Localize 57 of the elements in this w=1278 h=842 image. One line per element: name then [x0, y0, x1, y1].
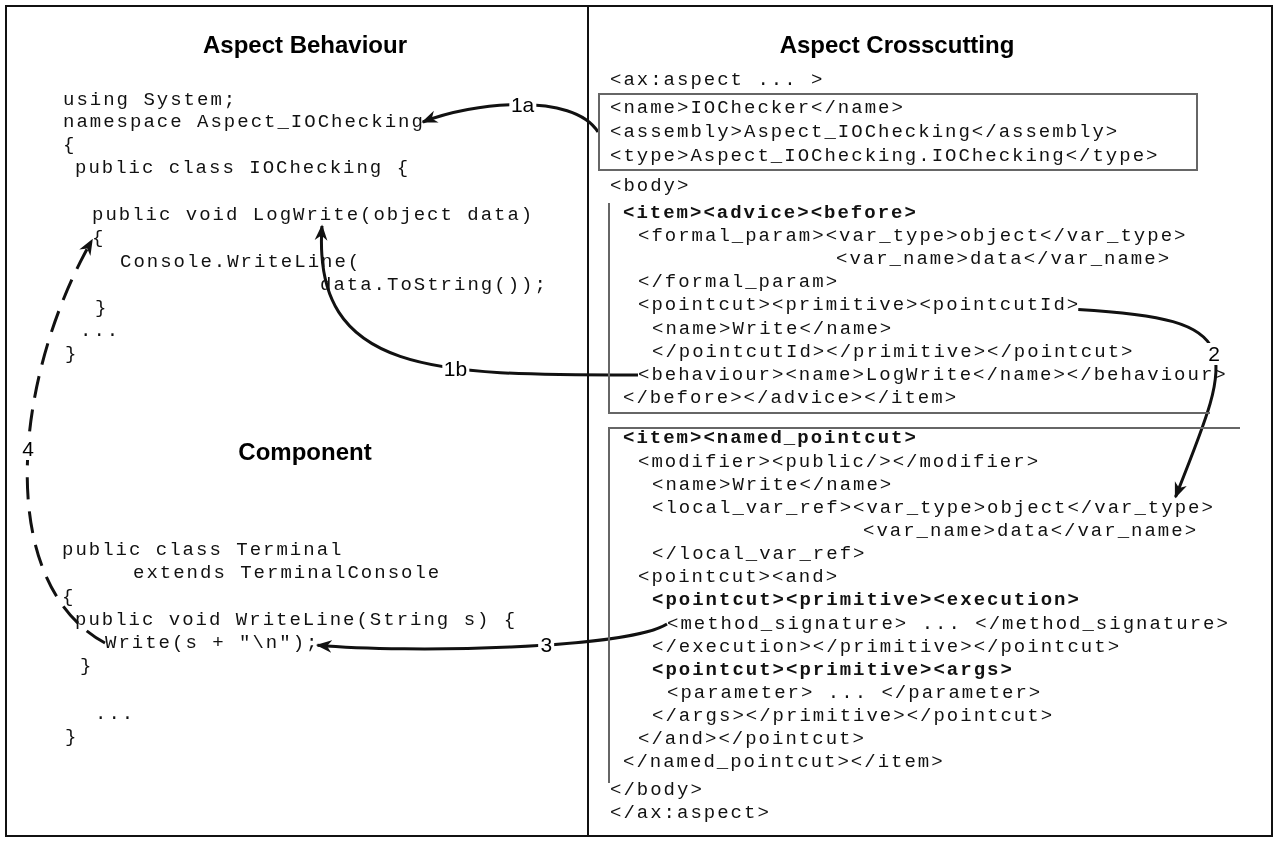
code-line: <parameter> ... </parameter>	[667, 682, 1043, 704]
code-line: <name>IOChecker</name>	[610, 97, 905, 119]
code-line: <method_signature> ... </method_signature>	[667, 613, 1230, 635]
code-line: </args></primitive></pointcut>	[652, 705, 1055, 727]
code-line: }	[65, 343, 79, 365]
code-line: <name>Write</name>	[652, 474, 894, 496]
code-line: <body>	[610, 175, 691, 197]
arrow	[315, 622, 668, 653]
code-box	[598, 93, 1198, 171]
arrow	[1078, 307, 1218, 499]
code-line: public void WriteLine(String s) {	[75, 609, 518, 631]
code-line: <type>Aspect_IOChecking.IOChecking</type>	[610, 145, 1160, 167]
code-line: </ax:aspect>	[610, 802, 771, 824]
code-line: ...	[95, 703, 136, 725]
code-line: Write(s + "\n");	[105, 632, 320, 654]
code-line: extends TerminalConsole	[133, 562, 442, 584]
section-heading: Aspect Crosscutting	[779, 31, 1015, 59]
code-line: <item><named_pointcut>	[623, 427, 918, 449]
code-line: public class Terminal	[62, 539, 344, 561]
code-line: namespace Aspect_IOChecking	[63, 111, 425, 133]
code-line: </body>	[610, 779, 704, 801]
code-line: <item><advice><before>	[623, 202, 918, 224]
code-line: ...	[80, 320, 121, 342]
code-line: <local_var_ref><var_type>object</var_type>	[652, 497, 1215, 519]
code-line: <pointcut><primitive><execution>	[652, 589, 1081, 611]
edge-label: 2	[1206, 342, 1222, 365]
code-line: <var_name>data</var_name>	[863, 520, 1199, 542]
code-line: using System;	[63, 89, 238, 111]
code-line: }	[65, 726, 79, 748]
code-line: </pointcutId></primitive></pointcut>	[652, 341, 1135, 363]
code-line: <pointcut><primitive><args>	[652, 659, 1014, 681]
code-line: <ax:aspect ... >	[610, 69, 825, 91]
code-line: </execution></primitive></pointcut>	[652, 636, 1122, 658]
dashed-arrow	[25, 238, 106, 645]
code-line: <pointcut><and>	[638, 566, 840, 588]
code-line: }	[95, 297, 109, 319]
code-box	[608, 427, 1240, 783]
arrow	[315, 224, 638, 377]
code-line: </local_var_ref>	[652, 543, 867, 565]
code-line: </and></pointcut>	[638, 728, 866, 750]
section-heading: Aspect Behaviour	[202, 31, 408, 59]
code-line: <pointcut><primitive><pointcutId>	[638, 294, 1081, 316]
code-line: {	[62, 586, 76, 608]
code-line: </formal_param>	[638, 271, 840, 293]
section-heading: Component	[238, 438, 372, 466]
code-line: }	[80, 655, 94, 677]
code-line: <name>Write</name>	[652, 318, 894, 340]
code-line: <modifier><public/></modifier>	[638, 451, 1041, 473]
code-line: public void LogWrite(object data)	[92, 204, 535, 226]
code-line: </named_pointcut></item>	[623, 751, 945, 773]
code-line: </before></advice></item>	[623, 387, 959, 409]
code-line: <var_name>data</var_name>	[836, 248, 1172, 270]
code-line: {	[92, 227, 106, 249]
code-line: {	[63, 134, 77, 156]
code-line: public class IOChecking {	[75, 157, 411, 179]
code-line: <assembly>Aspect_IOChecking</assembly>	[610, 121, 1120, 143]
code-line: <formal_param><var_type>object</var_type>	[638, 225, 1188, 247]
